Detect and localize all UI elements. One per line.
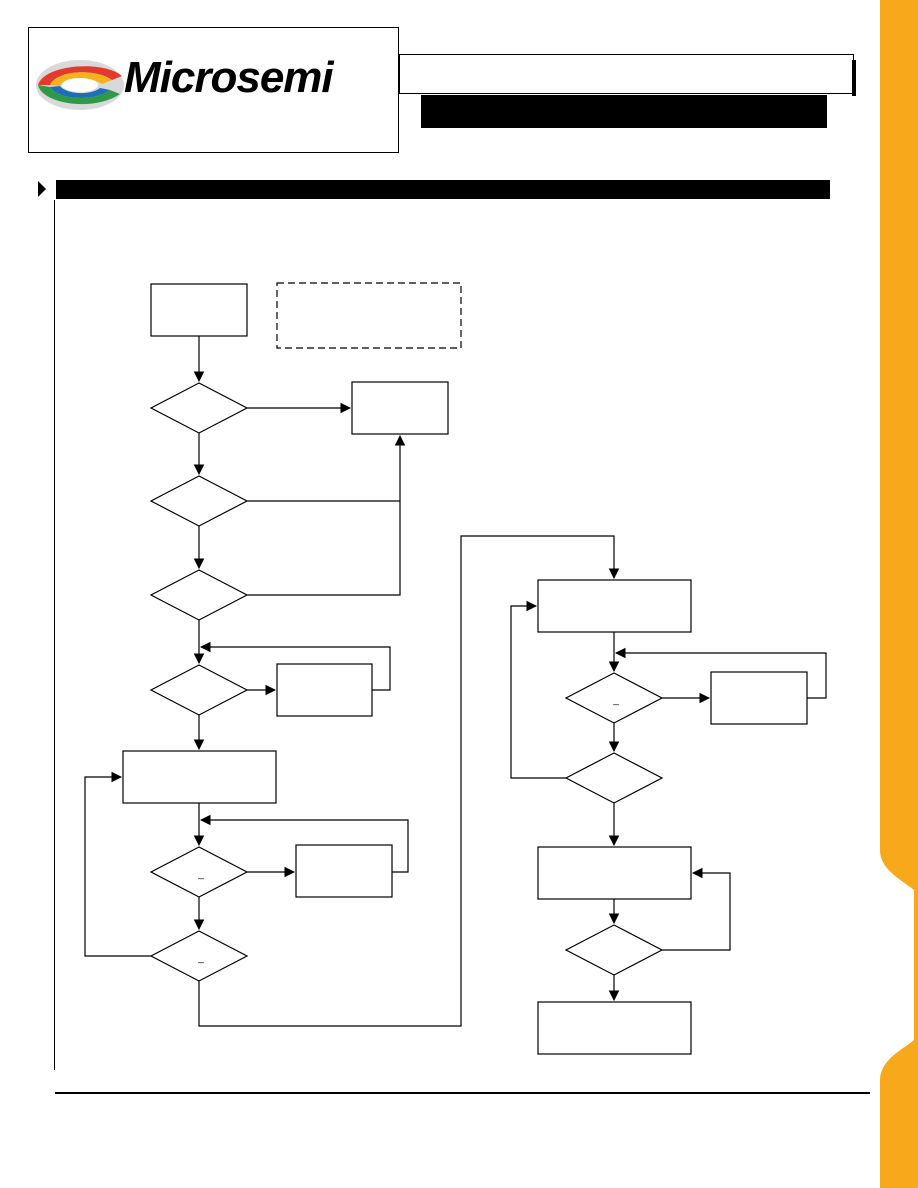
header-shadow bbox=[852, 60, 856, 96]
decision-3 bbox=[149, 569, 249, 621]
footer-rule bbox=[55, 1092, 870, 1094]
decision-2 bbox=[149, 475, 249, 527]
microsemi-logo-icon bbox=[36, 60, 124, 110]
decision-8 bbox=[564, 752, 664, 804]
start-box bbox=[150, 283, 248, 337]
section-arrow-icon bbox=[38, 181, 46, 197]
process-box-1 bbox=[122, 750, 277, 804]
process-box-3 bbox=[537, 846, 692, 900]
wait-box-1 bbox=[276, 663, 373, 717]
decision-7-mark: _ bbox=[612, 695, 619, 706]
decision-6-mark: _ bbox=[197, 953, 204, 964]
wait-box-3 bbox=[710, 671, 808, 725]
decision-5-mark: _ bbox=[197, 869, 204, 880]
decision-4 bbox=[149, 664, 249, 716]
end-box bbox=[537, 1001, 692, 1055]
process-box-2 bbox=[537, 579, 692, 633]
wait-box-2 bbox=[295, 844, 393, 898]
note-box-dashed bbox=[276, 282, 462, 349]
header-black-bar bbox=[421, 95, 827, 128]
decision-9 bbox=[564, 924, 664, 976]
error-box bbox=[351, 381, 449, 435]
decision-1 bbox=[149, 382, 249, 434]
left-margin-rule bbox=[54, 200, 55, 1070]
header-title-box bbox=[399, 54, 854, 94]
section-heading-bar bbox=[56, 180, 830, 199]
brand-wordmark: Microsemi bbox=[124, 53, 334, 102]
side-tab bbox=[880, 0, 918, 1188]
